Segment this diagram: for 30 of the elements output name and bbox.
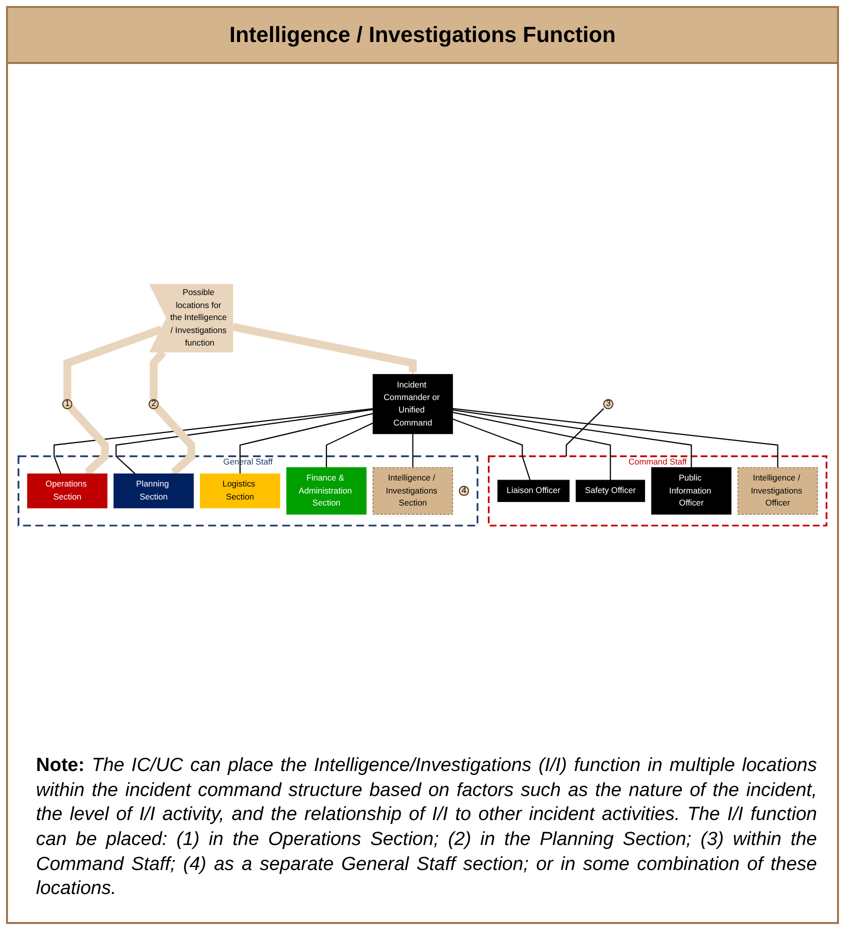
connector	[452, 418, 531, 480]
node-box: Operations Section	[27, 474, 108, 508]
connector	[326, 422, 374, 468]
node-box: Intelligence / Investigations Section	[372, 467, 453, 515]
title-banner: Intelligence / Investigations Function	[8, 8, 837, 64]
arrow	[154, 404, 196, 476]
node-box: Logistics Section	[200, 474, 280, 508]
node-circle: 1	[62, 398, 72, 410]
node-box: Public Information Officer	[651, 467, 732, 515]
connector	[116, 409, 374, 474]
node-circle: 2	[148, 398, 159, 410]
connector	[452, 412, 611, 480]
node-box: Finance & Administration Section	[286, 467, 367, 515]
arrow	[232, 323, 417, 375]
node-box: Liaison Officer	[497, 480, 570, 502]
arrow	[68, 404, 109, 476]
connector	[240, 412, 374, 474]
node-circle: 3	[603, 398, 614, 410]
node-box: Incident Commander or Unified Command	[372, 374, 453, 434]
connector	[63, 326, 163, 400]
connector	[54, 408, 374, 474]
connector	[412, 434, 414, 468]
node-box: Safety Officer	[576, 480, 646, 502]
node-box: Planning Section	[114, 474, 194, 508]
note-text: Note: The IC/UC can place the Intelligence/Investigations (I/I) function in multiple locations within the incident command structure based on factors such as the nature of the incident, the level of I/I activity, and the relationship of I/I to other incident activities. The I/I function can be placed: (1) in the Operations Section; (2) in the Planning Section; (3) within the Command Staff; (4) as a separate General Staff section; or in some combination of these locations.	[35, 754, 818, 902]
connector	[452, 409, 692, 468]
connector	[566, 408, 604, 456]
connector	[452, 408, 778, 468]
node-box: Intelligence / Investigations Officer	[738, 467, 818, 515]
node-circle: 4	[458, 486, 470, 496]
